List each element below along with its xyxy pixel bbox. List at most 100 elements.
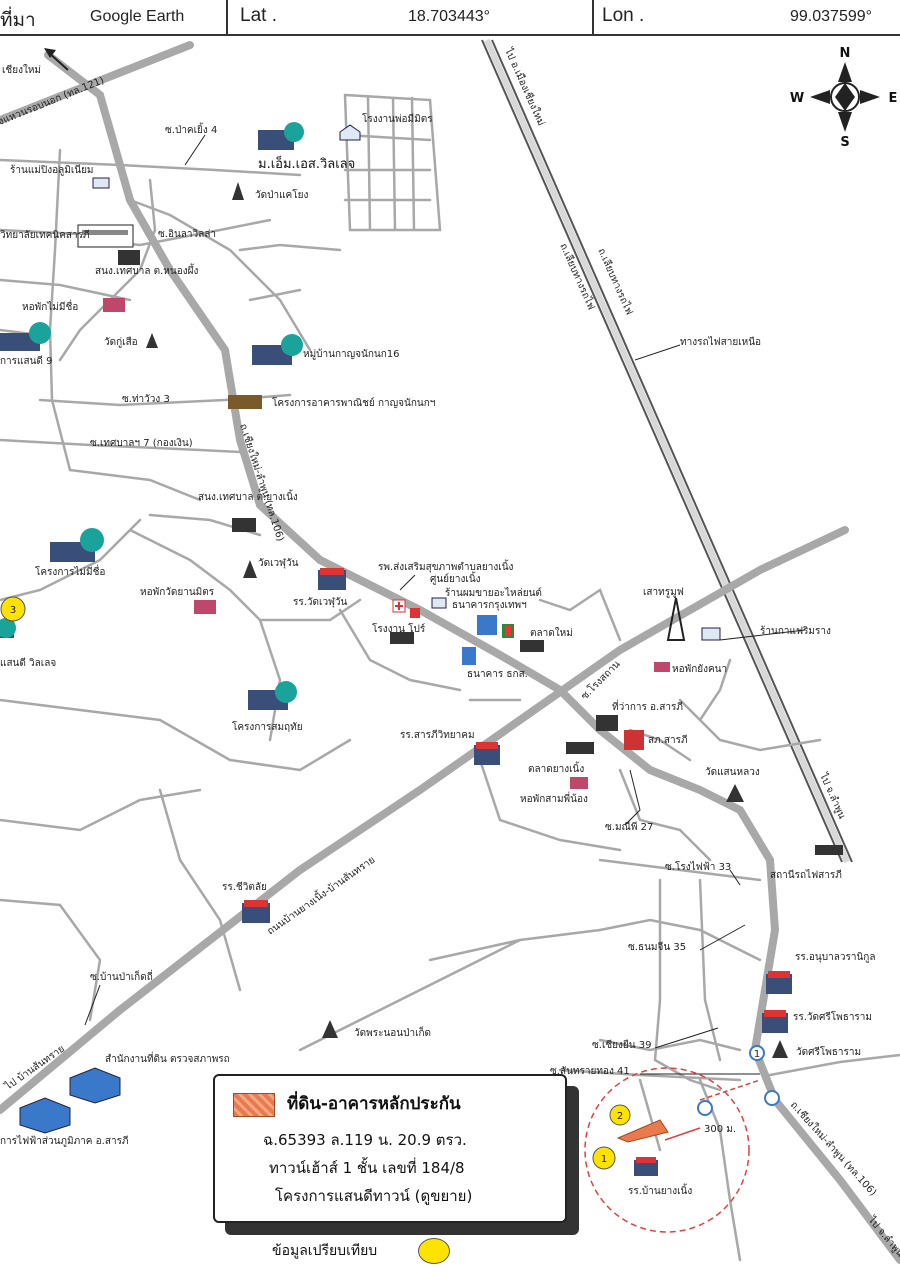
school-icon xyxy=(474,742,500,765)
source-value: Google Earth xyxy=(90,8,185,25)
temple-icon xyxy=(232,182,244,200)
header-divider xyxy=(592,0,594,34)
label-maimeesue-project: โครงการไม่มีชื่อ xyxy=(35,564,105,578)
label-soi-rongfai33: ซ.โรงไฟฟ้า 33 xyxy=(665,860,731,873)
label-bangkok-bank: ธนาคารกรุงเทพฯ xyxy=(452,600,527,611)
label-electric-office: การไฟฟ้าส่วนภูมิภาค อ.สารภี xyxy=(0,1135,129,1147)
source-label: ที่มา xyxy=(0,10,36,31)
compass-rose: N S W E xyxy=(790,46,898,150)
temple-icon xyxy=(772,1040,788,1058)
label-tessaban-yangnoeng: สนง.เทศบาล ต.ยางเนิ้ง xyxy=(198,489,298,503)
compass-north: N xyxy=(840,46,851,61)
header-divider xyxy=(226,0,228,34)
label-smuthai: โครงการสมฤทัย xyxy=(232,720,303,733)
label-school-wethuwan: รร.วัดเวฬุวัน xyxy=(293,596,348,608)
market-icon xyxy=(566,742,594,754)
temple-icon xyxy=(322,1020,338,1038)
marker-three: 3 xyxy=(10,605,16,616)
label-soi-pakhoi4: ซ.ป่าคเยิ้ง 4 xyxy=(165,122,217,136)
legend-box: ที่ดิน-อาคารหลักประกัน ฉ.65393 ล.119 น. … xyxy=(213,1074,567,1223)
legend-title: ที่ดิน-อาคารหลักประกัน xyxy=(287,1094,461,1114)
label-soi-inlavilla: ซ.อินลาวิลล่า xyxy=(158,229,216,240)
label-school-banyangnoeng: รร.บ้านยางเนิ้ง xyxy=(628,1183,692,1197)
marker-one: 1 xyxy=(601,1154,607,1165)
lon-value: 99.037599° xyxy=(790,8,873,25)
label-health-hospital: รพ.ส่งเสริมสุขภาพตำบลยางเนิ้ง xyxy=(378,559,514,573)
dorm-icon xyxy=(194,600,216,614)
label-m-village: ม.เอ็ม.เอส.วิลเลจ xyxy=(258,154,355,172)
label-police: สภ.สารภี xyxy=(648,734,688,746)
label-soi-chiangyuen39: ซ.เชียงยืน 39 xyxy=(592,1039,652,1051)
office-icon xyxy=(118,250,140,265)
bank-icon xyxy=(462,647,476,665)
police-icon xyxy=(624,730,644,750)
marker-two: 2 xyxy=(617,1111,623,1122)
label-factory-pro: โรงงาน โปร์ xyxy=(372,622,426,635)
legend-building: ทาวน์เฮ้าส์ 1 ชั้น เลขที่ 184/8 xyxy=(269,1159,465,1177)
label-wat-kusue: วัดกู่เสือ xyxy=(104,336,138,348)
comparable-legend-label: ข้อมูลเปรียบเทียบ xyxy=(272,1243,378,1259)
office-icon xyxy=(596,715,618,731)
label-diagonal-road: ถนนบ้านยางเนิ้ง-บ้านสันทราย xyxy=(264,852,378,937)
office-icon xyxy=(232,518,256,532)
village-icon xyxy=(258,122,304,150)
tower-icon xyxy=(666,597,686,641)
hospital-icon xyxy=(392,599,406,613)
label-kanda-san9: การแสนดี 9 xyxy=(0,355,52,367)
label-bank-baac: ธนาคาร ธกส. xyxy=(467,669,528,680)
village-icon xyxy=(0,618,16,638)
label-moobankarnchanok: หมู่บ้านกาญจนักนก16 xyxy=(303,348,400,360)
market-icon xyxy=(520,640,544,652)
compass-east: E xyxy=(889,91,898,106)
dorm-icon xyxy=(654,662,670,672)
shop-icon xyxy=(92,177,110,189)
temple-icon xyxy=(726,784,744,802)
label-district-office: ที่ว่าการ อ.สารภี xyxy=(612,699,683,713)
label-wat-paknoi: วัดป่าแคโยง xyxy=(255,188,308,201)
building-icon xyxy=(228,395,262,409)
label-dorm-sangkhan: หอพักยังคนา xyxy=(672,664,727,675)
office-icon xyxy=(69,1067,121,1104)
lat-value: 18.703443° xyxy=(408,8,491,25)
label-soi-banpakhet: ซ.บ้านป่าเก็ดถี่ xyxy=(90,969,153,983)
coordinate-header: ที่มา Google Earth Lat . 18.703443° Lon … xyxy=(0,0,900,36)
main-roads xyxy=(0,41,900,1264)
label-soi-maneephi27: ซ.มณีพี 27 xyxy=(605,821,653,833)
college-icon xyxy=(77,224,134,248)
junction-number: 1 xyxy=(754,1049,760,1060)
school-icon xyxy=(634,1157,658,1176)
label-market-new: ตลาดใหม่ xyxy=(530,627,573,639)
seven-eleven-icon xyxy=(502,624,514,638)
label-dorm-maimeesue: หอพักไม่มีชื่อ xyxy=(22,299,78,313)
label-to-chiangmai: เชียงใหม่ xyxy=(2,64,41,76)
station-icon xyxy=(815,845,843,855)
school-icon xyxy=(318,568,346,590)
label-coffee-shop: ร้านกาแฟริมราง xyxy=(760,625,831,637)
comparable-markers: 3 2 1 xyxy=(0,596,631,1170)
label-dorm-mitr: หอพักวัดยานมิตร xyxy=(140,587,215,598)
shop-icon xyxy=(701,627,721,641)
label-school-saraphi: รร.สารภีวิทยาคม xyxy=(400,729,475,741)
label-wat-sriphot: วัดศรีโพธาราม xyxy=(796,1045,861,1058)
label-tower: เสาทรูมูฟ xyxy=(643,587,684,598)
label-to-lamphun-2: ไป จ.ลำพูน xyxy=(865,1213,900,1259)
place-icons xyxy=(0,122,843,1176)
label-soi-sansaithong41: ซ.สันทรายทอง 41 xyxy=(550,1066,630,1077)
comparable-legend-dot xyxy=(418,1238,450,1264)
temple-icon xyxy=(146,333,158,348)
label-sandee-village: แสนดี วิลเลจ xyxy=(0,657,56,669)
compass-west: W xyxy=(790,91,804,106)
label-tech-college: วิทยาลัยเทคนิคสารภี xyxy=(0,229,90,241)
label-spare-parts: ร้านผมขายอะไหล่ยนต์ xyxy=(445,587,542,599)
school-icon xyxy=(766,971,792,994)
village-icon xyxy=(248,681,297,710)
shop-icon xyxy=(431,597,447,609)
railway-line xyxy=(481,38,853,864)
subject-site-zoom: 300 ม. xyxy=(584,1067,761,1233)
dorm-icon xyxy=(570,777,588,789)
factory-icon xyxy=(390,632,414,644)
bank-icon xyxy=(477,615,497,635)
label-school-anuban: รร.อนุบาลวรานิกูล xyxy=(795,952,875,963)
village-icon xyxy=(50,528,104,562)
